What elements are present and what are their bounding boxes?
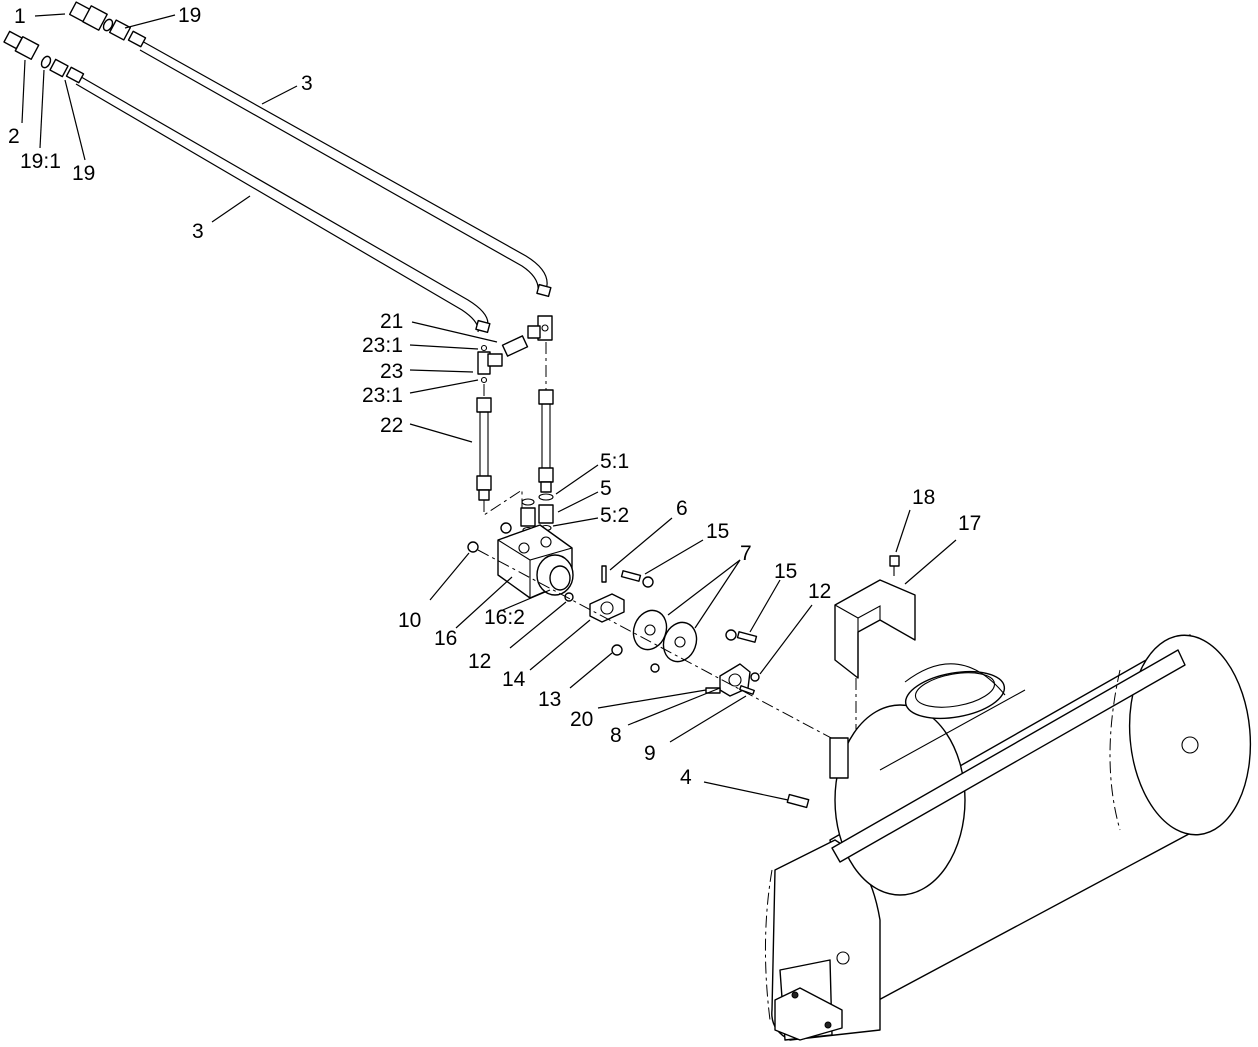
callout-23: 23 xyxy=(380,360,403,383)
callout-23-1: 23:1 xyxy=(362,384,403,407)
callout-3: 3 xyxy=(192,220,204,243)
callout-19: 19 xyxy=(72,162,95,185)
callout-7: 7 xyxy=(740,542,752,565)
hose-lower xyxy=(75,73,491,334)
callout-5-1: 5:1 xyxy=(600,450,629,473)
hydraulic-motor xyxy=(497,522,574,599)
blower-housing xyxy=(764,634,1252,1041)
fitting-19-upper xyxy=(102,18,147,48)
bolt-4 xyxy=(786,793,810,809)
washer-12-left xyxy=(564,592,574,602)
callout-3: 3 xyxy=(301,72,313,95)
tee-right xyxy=(527,315,553,341)
callout-5-2: 5:2 xyxy=(600,504,629,527)
nut-10 xyxy=(467,541,479,553)
bolt-18 xyxy=(889,555,900,576)
key-9 xyxy=(739,685,755,695)
adapter-21 xyxy=(501,335,529,357)
callout-labels: 1 19 2 19:1 19 3 3 21 23:1 23 23:1 22 5:… xyxy=(8,4,981,789)
callout-21: 21 xyxy=(380,310,403,333)
callout-19: 19 xyxy=(178,4,201,27)
callout-10: 10 xyxy=(398,609,421,632)
callout-2: 2 xyxy=(8,125,20,148)
hose-short-left xyxy=(476,397,492,501)
tee-23 xyxy=(477,344,503,384)
nut-13 xyxy=(611,644,623,656)
callout-15: 15 xyxy=(774,560,797,583)
fitting-2 xyxy=(3,30,40,60)
washer-13b xyxy=(650,663,660,673)
callout-18: 18 xyxy=(912,486,935,509)
callout-1: 1 xyxy=(14,5,26,28)
callout-16: 16 xyxy=(434,627,457,650)
callout-22: 22 xyxy=(380,414,403,437)
coupler-7-b xyxy=(662,621,698,663)
hose-upper xyxy=(139,39,552,298)
callout-14: 14 xyxy=(502,668,526,691)
bolt-15-lower xyxy=(725,629,758,643)
callout-23-1: 23:1 xyxy=(362,334,403,357)
hose-short-right xyxy=(538,389,554,493)
cover-17 xyxy=(834,579,916,679)
callout-20: 20 xyxy=(570,708,593,731)
callout-12: 12 xyxy=(808,580,831,603)
callout-8: 8 xyxy=(610,724,622,747)
bolt-15-upper xyxy=(620,570,654,588)
bolt-6 xyxy=(601,565,607,583)
flange-14 xyxy=(589,593,625,623)
callout-17: 17 xyxy=(958,512,981,535)
callout-15: 15 xyxy=(706,520,729,543)
washer-12-right xyxy=(750,672,760,682)
callout-12: 12 xyxy=(468,650,491,673)
callout-5: 5 xyxy=(600,477,612,500)
callout-16-2: 16:2 xyxy=(484,606,525,629)
fitting-19-lower xyxy=(40,55,85,84)
fitting-1 xyxy=(68,1,108,31)
callout-13: 13 xyxy=(538,688,561,711)
callout-19-1: 19:1 xyxy=(20,150,61,173)
callout-6: 6 xyxy=(676,497,688,520)
callout-9: 9 xyxy=(644,742,656,765)
callout-4: 4 xyxy=(680,766,692,789)
leader-lines xyxy=(21,13,957,801)
